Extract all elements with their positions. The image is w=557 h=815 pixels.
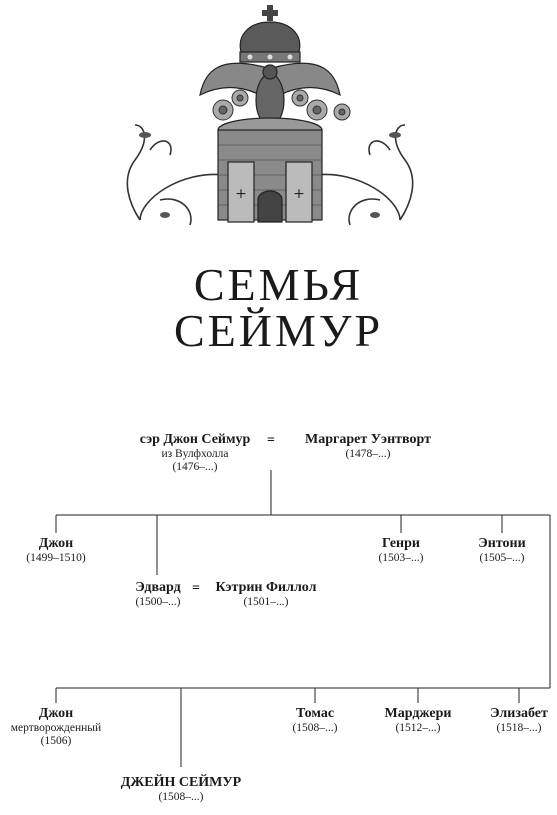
person-name: Марджери [384,706,452,721]
person-years: (1476–...) [172,461,218,474]
person-jane-seymour: ДЖЕЙН СЕЙМУР (1508–...) [106,775,256,804]
title-line-2: СЕЙМУР [173,305,384,356]
person-years: (1503–...) [378,552,424,565]
person-margaret-wentworth: Маргарет Уэнтворт (1478–...) [288,432,448,461]
person-margery: Марджери (1512–...) [372,706,464,735]
person-years: (1506) [40,735,72,748]
person-name: Томас [295,706,335,721]
marriage-sign: = [192,581,200,596]
person-place: из Вулфхолла [161,448,229,461]
person-years: (1501–...) [243,596,289,609]
person-name: Эдвард [135,580,181,595]
person-john-1506: Джон мертворожденный (1506) [0,706,112,749]
person-anthony: Энтони (1505–...) [462,536,542,565]
person-edward: Эдвард (1500–...) [118,580,198,609]
person-name: Элизабет [490,706,548,721]
person-years: (1500–...) [135,596,181,609]
person-thomas: Томас (1508–...) [275,706,355,735]
person-years: (1518–...) [496,722,542,735]
person-henry: Генри (1503–...) [361,536,441,565]
svg-text:+: + [235,186,247,202]
person-years: (1508–...) [292,722,338,735]
phoenix-icon [199,62,341,127]
person-name: Джон [38,706,74,721]
right-vine-icon [314,124,414,221]
person-years: (1512–...) [395,722,441,735]
person-elizabeth: Элизабет (1518–...) [474,706,557,735]
person-name: Энтони [478,536,526,551]
person-katherine-fillol: Кэтрин Филлол (1501–...) [204,580,328,609]
crown-icon [239,5,301,63]
castle-tower-icon: + + [217,117,323,223]
person-years: (1499–1510) [26,552,86,565]
seymour-crest-illustration: + + [126,5,414,226]
person-name: ДЖЕЙН СЕЙМУР [120,775,242,790]
person-note: мертворожденный [10,722,102,735]
left-vine-icon [126,124,226,221]
person-john-1499: Джон (1499–1510) [6,536,106,565]
marriage-sign: = [267,433,275,448]
svg-text:+: + [293,186,305,202]
person-years: (1508–...) [158,791,204,804]
person-name: сэр Джон Сеймур [139,432,251,447]
person-years: (1478–...) [345,448,391,461]
person-john-seymour-sr: сэр Джон Сеймур из Вулфхолла (1476–...) [120,432,270,475]
person-name: Кэтрин Филлол [215,580,317,595]
person-years: (1505–...) [479,552,525,565]
person-name: Джон [38,536,74,551]
rose-icon [212,89,351,121]
title-line-1: СЕМЬЯ [193,259,364,310]
person-name: Генри [382,536,420,551]
person-name: Маргарет Уэнтворт [305,432,431,447]
